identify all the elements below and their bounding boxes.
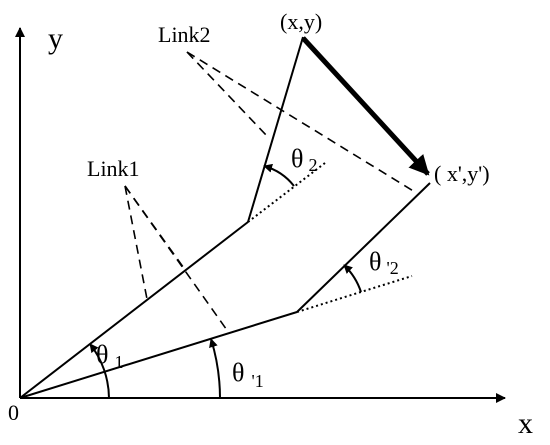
link2-config1	[247, 36, 304, 223]
extension-line-config2	[296, 275, 413, 313]
extension-line-config1	[247, 162, 326, 223]
link1-leaders	[124, 185, 230, 334]
link1-config1	[19, 221, 249, 399]
start-point-label: (x,y)	[280, 9, 322, 34]
theta1p-arc	[209, 338, 221, 399]
link2-leaders	[186, 51, 416, 193]
link1-config2	[19, 311, 298, 399]
end-effector-motion-arrow	[301, 36, 430, 176]
link2-label: Link2	[158, 22, 211, 47]
theta1p-label: θ'1	[232, 358, 264, 391]
theta2-arc	[263, 163, 295, 187]
link1-label: Link1	[87, 156, 140, 181]
x-axis-label: x	[518, 407, 533, 440]
origin-label: 0	[8, 400, 19, 425]
theta2p-arc	[343, 264, 362, 293]
theta1-arc	[89, 343, 110, 399]
y-axis-label: y	[48, 22, 63, 55]
theta2p-label: θ'2	[369, 247, 399, 278]
end-point-label: ( x',y')	[434, 161, 490, 186]
link2-config2	[296, 182, 431, 313]
